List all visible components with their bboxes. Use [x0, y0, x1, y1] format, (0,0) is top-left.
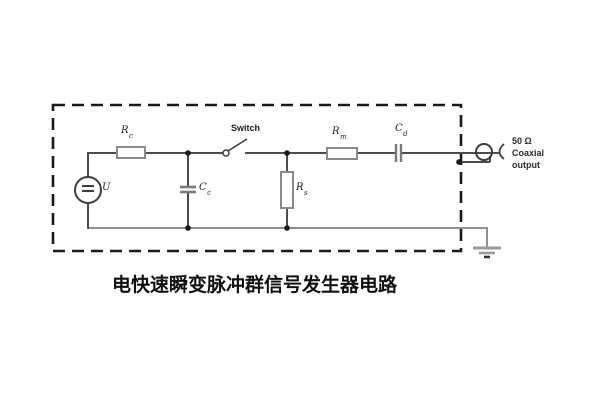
cd-label-base: C [395, 123, 403, 134]
voltage-source-symbol [74, 176, 102, 204]
switch-icon [222, 138, 248, 157]
output-coaxial: Coaxial [512, 148, 545, 158]
rs-label-base: R [296, 182, 304, 193]
switch-label: Switch [231, 123, 261, 133]
cc-label-base: C [199, 182, 207, 193]
cd-label-sub: d [403, 130, 408, 138]
rc-label-sub: c [129, 132, 133, 140]
capacitor-cc-symbol [180, 185, 196, 194]
resistor-rm-symbol [326, 147, 358, 160]
output-impedance: 50 Ω [512, 136, 532, 146]
output-annotation: 50 Ω Coaxial output [512, 135, 544, 171]
ground-icon [473, 246, 501, 259]
rm-label-sub: m [340, 133, 347, 141]
resistor-rc-symbol [116, 146, 146, 159]
rc-label-base: R [121, 125, 129, 136]
source-label-base: U [102, 182, 111, 193]
rc-label: Rc [121, 125, 133, 141]
output-word: output [512, 160, 540, 170]
enclosure-dashed-box [51, 103, 463, 253]
source-label: U [102, 183, 110, 193]
junction-dots [185, 150, 462, 231]
coax-connector-icon [475, 143, 505, 161]
cc-label: Cc [199, 182, 212, 198]
cd-label: Cd [395, 123, 408, 139]
capacitor-cd-symbol [394, 144, 403, 162]
rm-label-base: R [332, 126, 340, 137]
rm-label: Rm [332, 126, 347, 142]
figure-caption: 电快速瞬变脉冲群信号发生器电路 [112, 275, 398, 296]
rs-label: Rs [296, 182, 308, 198]
cc-label-sub: c [207, 189, 212, 197]
resistor-rs-symbol [280, 171, 294, 209]
rs-label-sub: s [304, 189, 308, 197]
